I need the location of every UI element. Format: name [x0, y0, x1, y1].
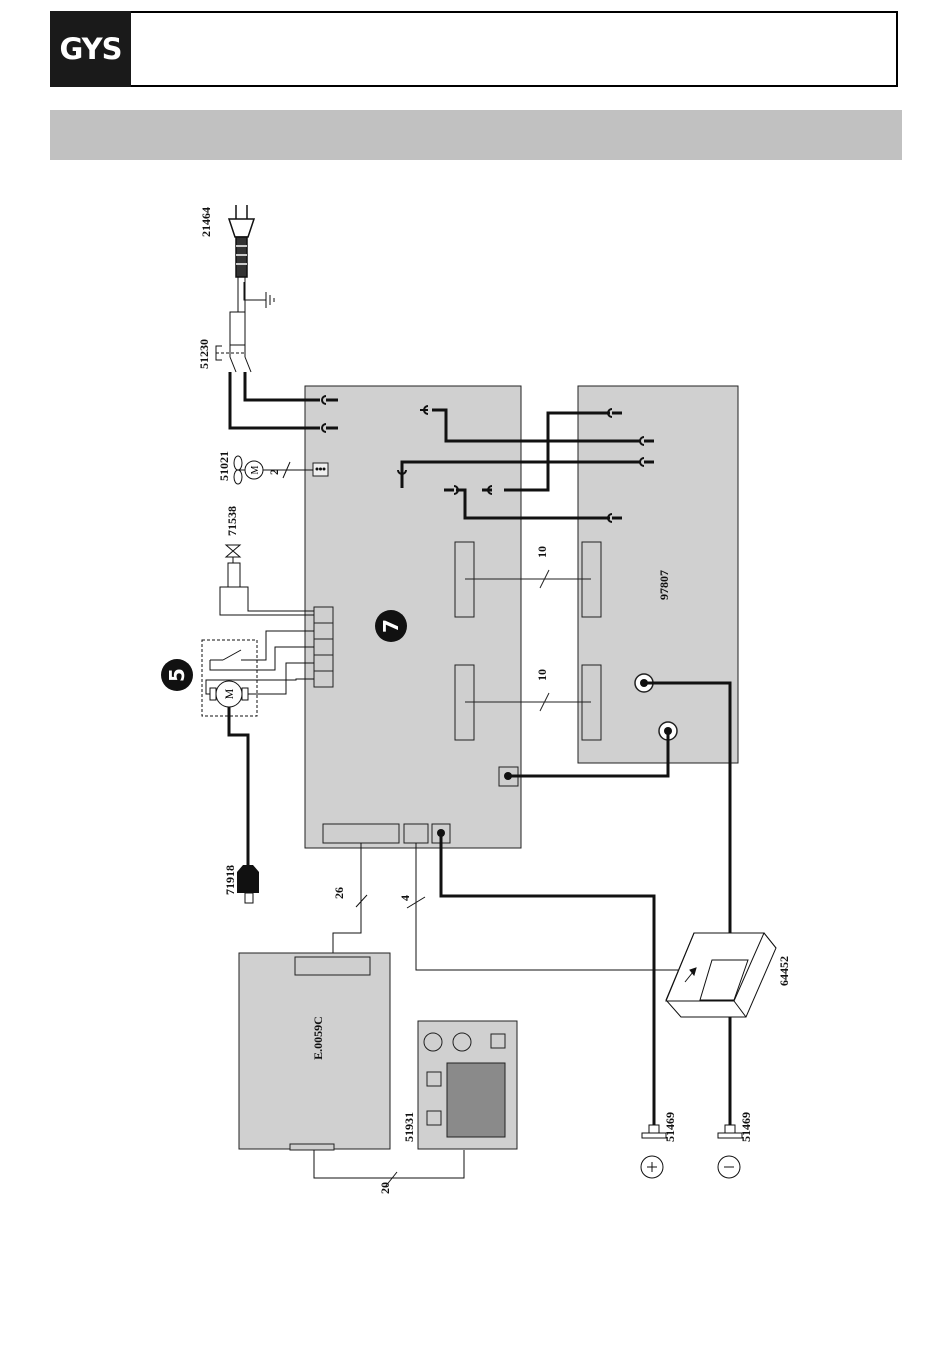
main-board-connector-control: [323, 824, 399, 843]
label-fan: 51021: [217, 451, 231, 481]
display-screen: [447, 1063, 505, 1137]
main-board: [305, 386, 521, 848]
mains-switch: [216, 345, 251, 372]
fan-motor-symbol: M: [250, 465, 261, 474]
main-board-io-connector: [314, 607, 333, 687]
gas-valve: [220, 545, 314, 615]
wire-motor-symbol: M: [222, 688, 236, 699]
mains-plug: [229, 205, 254, 277]
display-button-3: [427, 1111, 441, 1125]
label-torch: 71918: [223, 865, 237, 895]
label-power-board: 97807: [657, 570, 671, 600]
label-switch: 51230: [197, 339, 211, 369]
label-display-board: 51931: [402, 1112, 416, 1142]
label-fan-wires: 2: [267, 469, 281, 475]
label-bus-lower: 10: [535, 669, 549, 681]
main-board-connector-sensor: [404, 824, 428, 843]
wire-feed-switch: [210, 631, 314, 670]
display-knob-2: [453, 1033, 471, 1051]
current-sensor: [666, 933, 776, 1017]
callout-5-label: 5: [165, 668, 189, 682]
callout-7-label: 7: [379, 619, 403, 633]
label-mains-plug: 21464: [199, 207, 213, 237]
torch-connector: [237, 865, 259, 903]
label-control-board: E.0059C: [311, 1016, 325, 1060]
label-bus-display: 20: [378, 1182, 392, 1194]
display-knob-1: [424, 1033, 442, 1051]
display-button-1: [491, 1034, 505, 1048]
label-bus-upper: 10: [535, 546, 549, 558]
control-board-connector-bottom: [290, 1144, 334, 1150]
label-gas-valve: 71538: [225, 506, 239, 536]
label-current-sensor: 64452: [777, 956, 791, 986]
label-socket-negative: 51469: [739, 1112, 753, 1142]
display-button-2: [427, 1072, 441, 1086]
label-bus-sensor: 4: [398, 895, 412, 901]
label-bus-control: 26: [332, 887, 346, 899]
control-board-connector-top: [295, 957, 370, 975]
earth-symbol: [244, 282, 274, 308]
label-socket-positive: 51469: [663, 1112, 677, 1142]
